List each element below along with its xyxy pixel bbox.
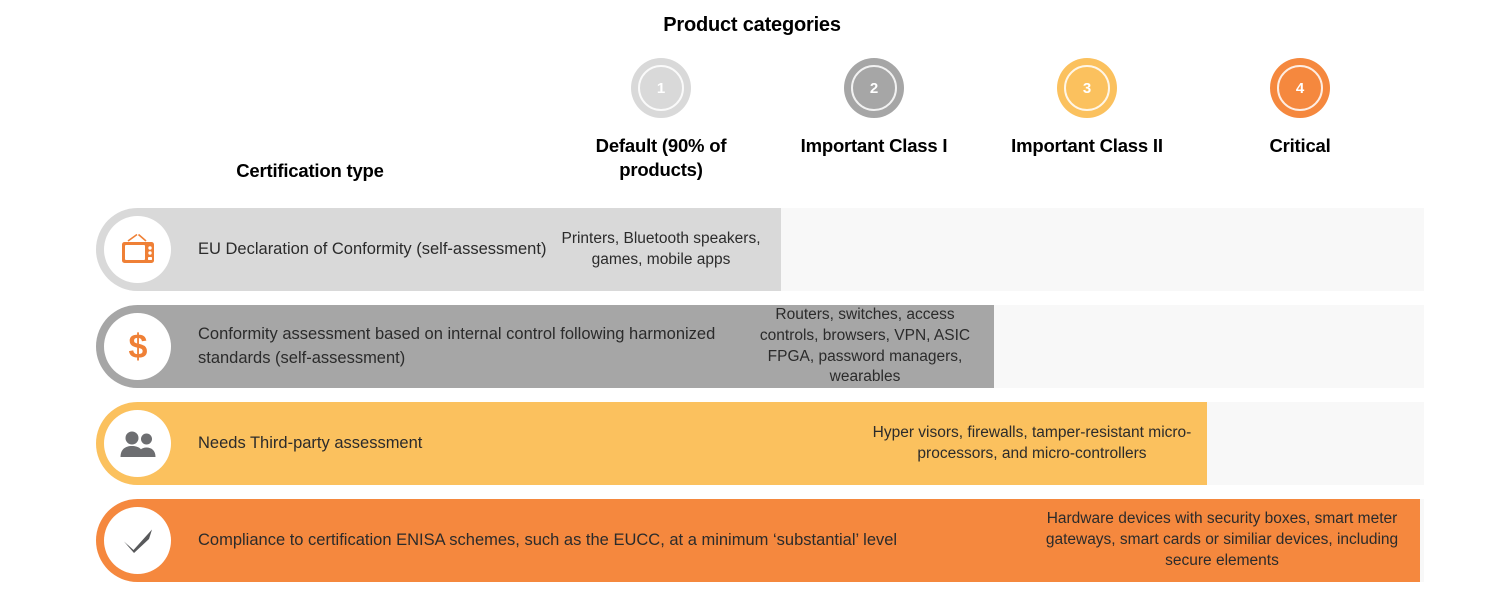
svg-text:$: $: [128, 328, 147, 366]
column-label-3: Important Class II: [1011, 135, 1163, 156]
people-icon: [104, 410, 171, 477]
badge-number-4: 4: [1277, 65, 1323, 111]
people-icon-glyph: [120, 431, 155, 457]
certification-type-header: Certification type: [236, 160, 384, 181]
row-label-3: Needs Third-party assessment: [198, 433, 423, 452]
column-headers: 1 Default (90% of products) 2 Important …: [555, 58, 1485, 198]
table-row: $ Conformity assessment based on interna…: [0, 305, 1504, 388]
row-bar-1[interactable]: EU Declaration of Conformity (self-asses…: [96, 208, 781, 291]
badge-number-3: 3: [1064, 65, 1110, 111]
column-header-3: 3 Important Class II: [981, 58, 1193, 158]
dollar-icon-glyph: $: [128, 328, 147, 366]
row-value-1: Printers, Bluetooth speakers, games, mob…: [561, 229, 761, 268]
badge-circle-4: 4: [1270, 58, 1330, 118]
column-header-1: 1 Default (90% of products): [555, 58, 767, 183]
row-value-3: Hyper visors, firewalls, tamper-resistan…: [872, 423, 1192, 462]
page-title: Product categories: [663, 14, 841, 36]
table-row: Needs Third-party assessment Hyper visor…: [0, 402, 1504, 485]
column-label-2: Important Class I: [800, 135, 948, 156]
table-row: Compliance to certification ENISA scheme…: [0, 499, 1504, 582]
column-header-2: 2 Important Class I: [768, 58, 980, 158]
certification-rows: EU Declaration of Conformity (self-asses…: [0, 208, 1504, 596]
badge-circle-3: 3: [1057, 58, 1117, 118]
row-label-1: EU Declaration of Conformity (self-asses…: [198, 239, 547, 258]
badge-number-1: 1: [638, 65, 684, 111]
row-value-2: Routers, switches, access controls, brow…: [759, 305, 971, 386]
badge-circle-1: 1: [631, 58, 691, 118]
row-bar-3[interactable]: Needs Third-party assessment: [96, 402, 1207, 485]
badge-circle-2: 2: [844, 58, 904, 118]
row-label-4: Compliance to certification ENISA scheme…: [198, 530, 898, 549]
row-label-2: Conformity assessment based on internal …: [198, 325, 716, 367]
television-icon-glyph: [121, 233, 154, 263]
column-label-1: Default (90% of products): [595, 135, 727, 181]
row-bar-2[interactable]: $ Conformity assessment based on interna…: [96, 305, 994, 388]
dollar-icon: $: [104, 313, 171, 380]
table-row: EU Declaration of Conformity (self-asses…: [0, 208, 1504, 291]
check-icon: [104, 507, 171, 574]
column-header-4: 4 Critical: [1194, 58, 1406, 158]
badge-number-2: 2: [851, 65, 897, 111]
check-icon-glyph: [123, 529, 152, 553]
row-bar-4[interactable]: Compliance to certification ENISA scheme…: [96, 499, 1420, 582]
television-icon: [104, 216, 171, 283]
column-label-4: Critical: [1269, 135, 1331, 156]
row-value-4: Hardware devices with security boxes, sm…: [1045, 510, 1399, 569]
